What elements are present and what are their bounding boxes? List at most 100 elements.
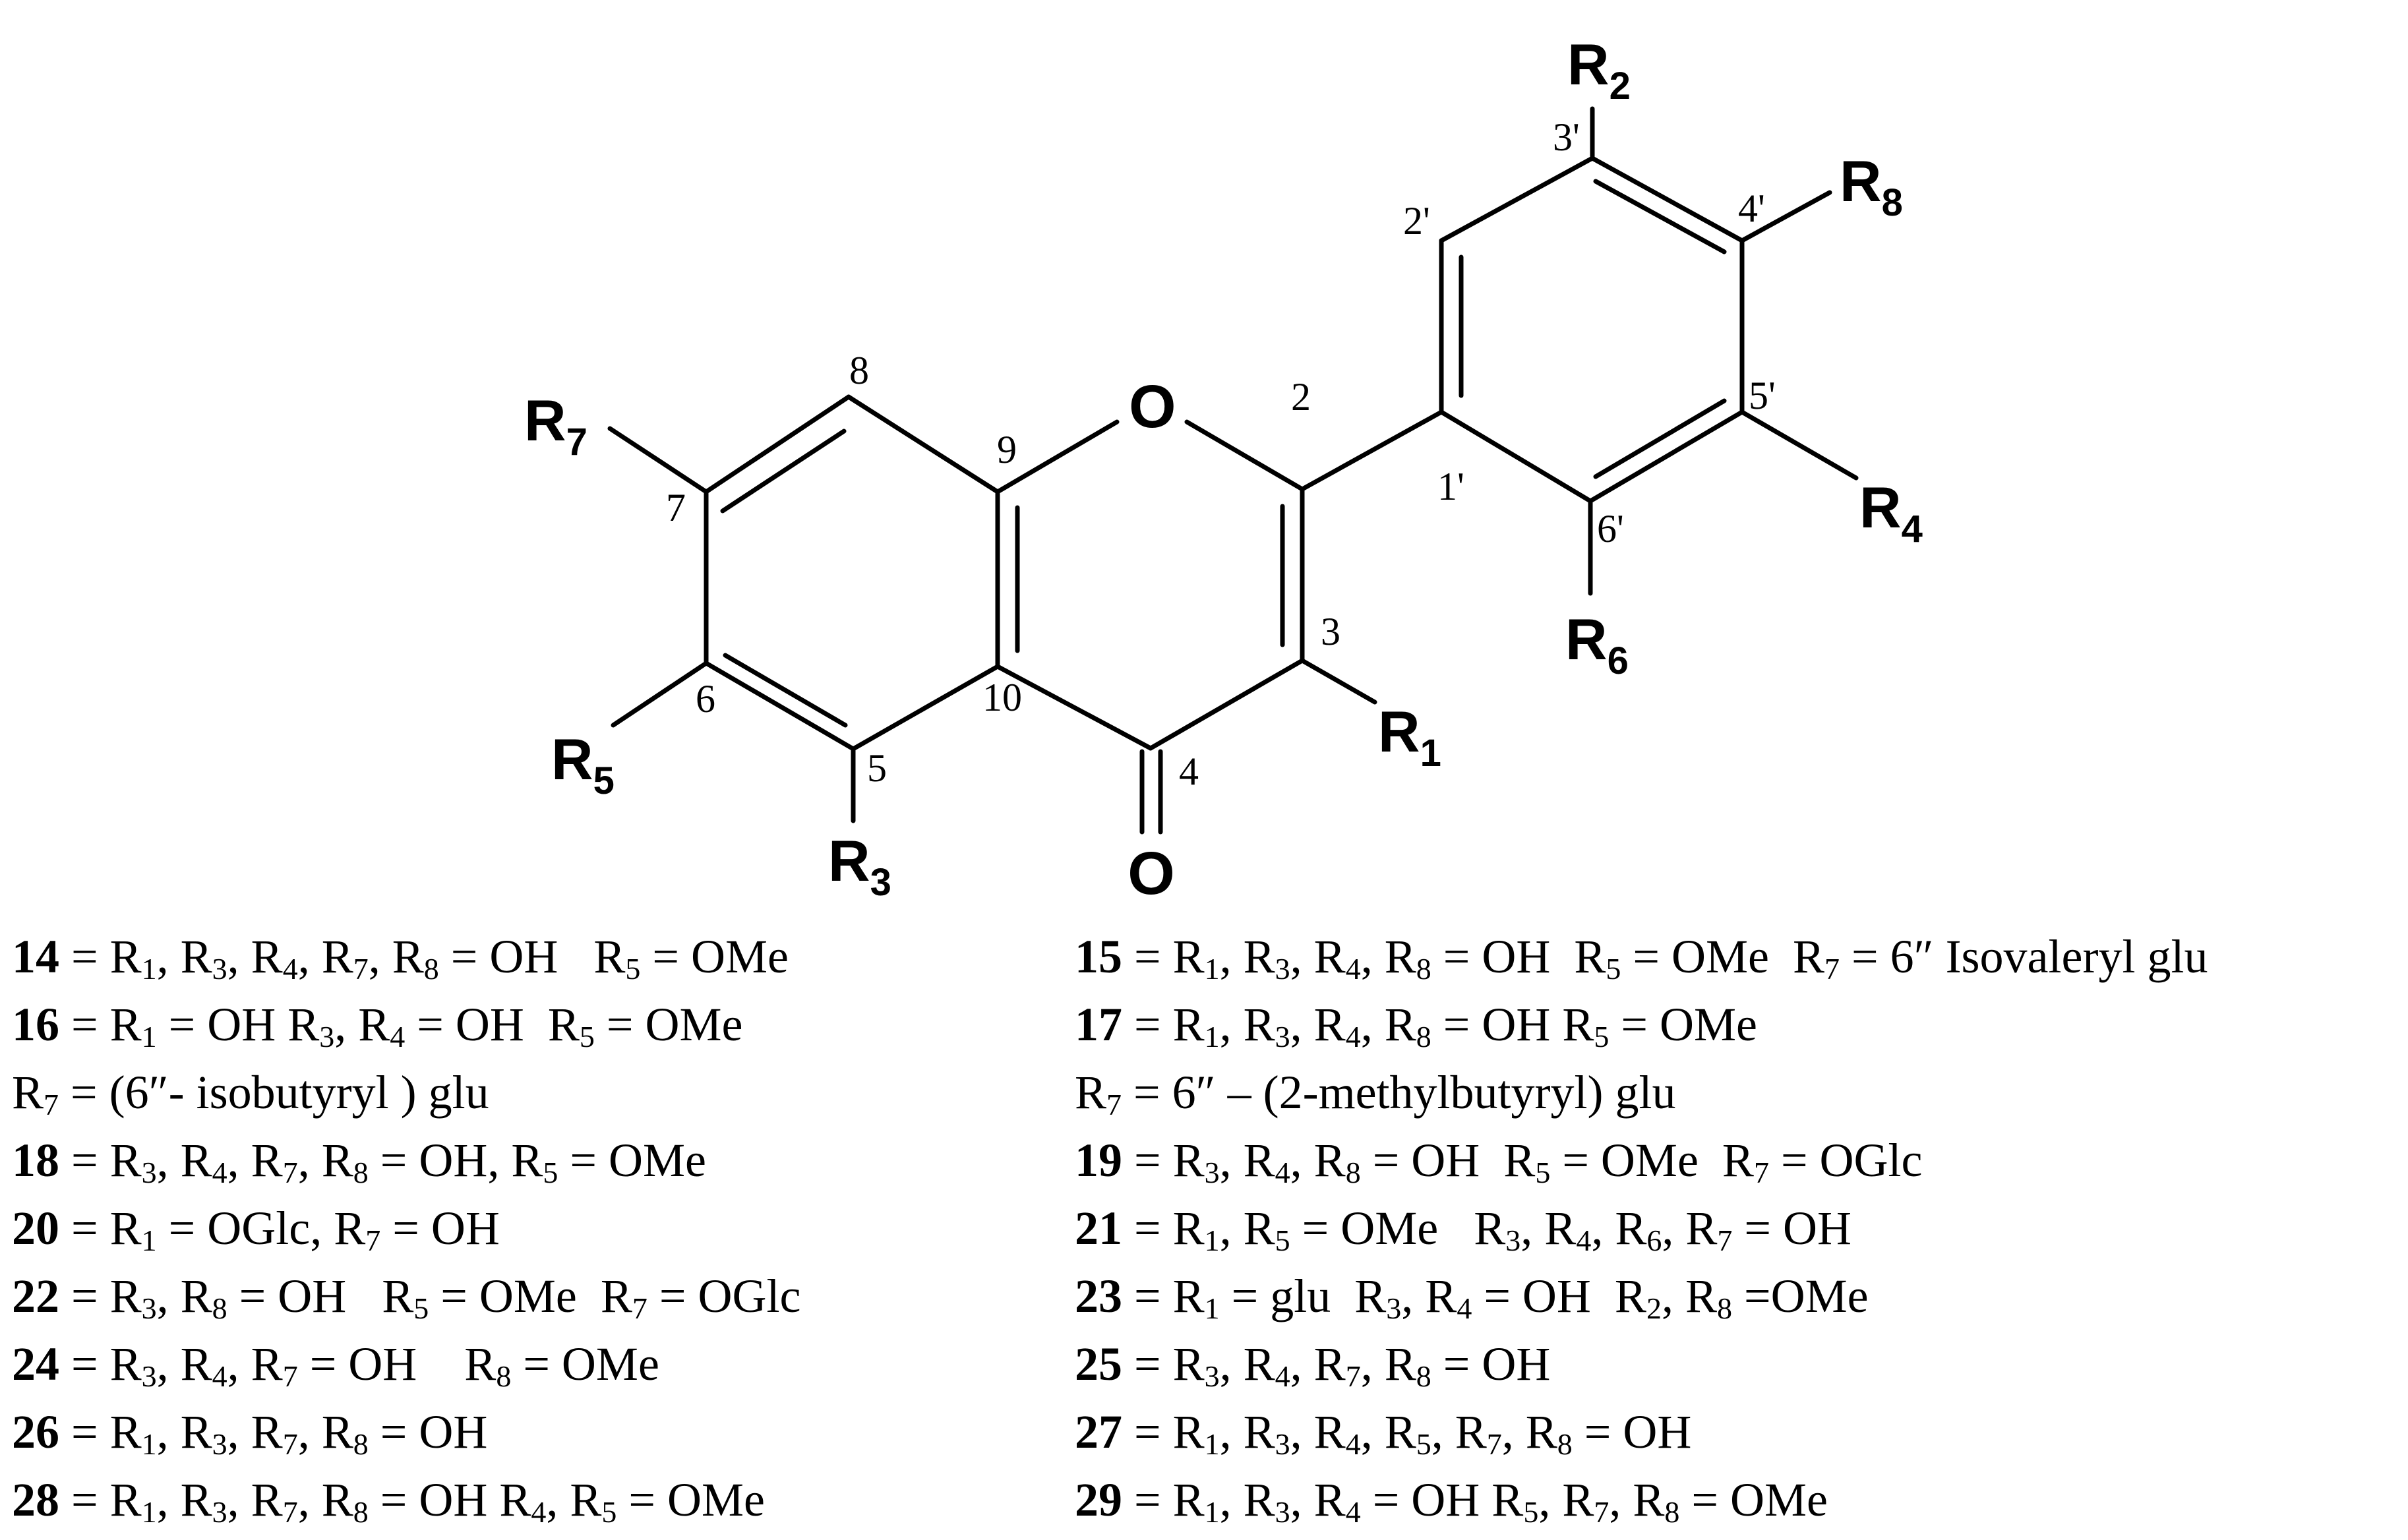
substituent-index: 4	[1345, 1495, 1361, 1529]
compound-row: 21 = R1, R5 = OMe R3, R4, R6, R7 = OH	[1075, 1195, 2208, 1262]
definition-text: = R	[59, 1270, 142, 1322]
compound-row: 25 = R3, R4, R7, R8 = OH	[1075, 1330, 2208, 1398]
definition-text: = R	[1122, 930, 1205, 983]
definition-text: , R	[1290, 930, 1346, 983]
substituent-index: 5	[1416, 1427, 1431, 1461]
substituent-index: 8	[353, 1156, 369, 1189]
definition-text: = OH R	[1431, 998, 1594, 1051]
substituent-index: 7	[1345, 1359, 1361, 1393]
definition-text: , R	[1219, 1338, 1275, 1390]
substituent-index: 7	[1106, 1088, 1122, 1121]
definition-text: = R	[1122, 1134, 1205, 1187]
bond-7-8-inner	[720, 429, 847, 514]
compound-number: 20	[12, 1202, 59, 1255]
bonds	[607, 106, 1859, 835]
definition-text: = OH R	[405, 998, 580, 1051]
substituent-index: 1	[141, 1224, 157, 1257]
compound-number: 26	[12, 1406, 59, 1458]
definition-text: = OH R	[227, 1270, 414, 1322]
definition-text: , R	[297, 930, 353, 983]
definition-text: = OH	[380, 1202, 500, 1255]
substituent-index: 8	[496, 1359, 512, 1393]
substituent-index: 7	[1824, 952, 1840, 986]
substituent-index: 5	[579, 1020, 595, 1053]
bond-O1-2	[1184, 419, 1305, 492]
substituent-labels: R1 R2 R3 R4 R5 R6 R7 R8	[524, 32, 1923, 904]
definition-text: = 6″ – (2-methylbutyryl) glu	[1122, 1066, 1676, 1119]
substituent-index: 4	[1345, 1020, 1361, 1053]
definition-text: = OH R	[1431, 930, 1606, 983]
substituent-index: 5	[625, 952, 641, 986]
substituent-index: 4	[390, 1020, 406, 1053]
compound-row: 28 = R1, R3, R7, R8 = OH R4, R5 = OMe	[12, 1466, 800, 1534]
substituent-index: 1	[1204, 1291, 1220, 1325]
substituent-index: 8	[1664, 1495, 1680, 1529]
definition-text: = OH	[1732, 1202, 1851, 1255]
compound-number: 19	[1075, 1134, 1122, 1187]
definition-text: , R	[1360, 1338, 1416, 1390]
definition-text: , R	[1219, 1134, 1275, 1187]
bond-3p-4p-inner	[1593, 179, 1727, 254]
definition-text: , R	[1520, 1202, 1577, 1255]
definition-text: , R	[1219, 1473, 1275, 1526]
substituent-index: 5	[1523, 1495, 1539, 1529]
substituent-index: 4	[1275, 1156, 1290, 1189]
definition-text: = R	[1122, 1338, 1205, 1390]
definition-text: , R	[1661, 1270, 1717, 1322]
compound-row: 22 = R3, R8 = OH R5 = OMe R7 = OGlc	[12, 1262, 800, 1330]
definition-text: = R	[1122, 998, 1205, 1051]
carbonyl-oxygen: O	[1128, 840, 1175, 907]
definition-text: = OGlc	[647, 1270, 801, 1322]
compound-row: R7 = 6″ – (2-methylbutyryl) glu	[1075, 1059, 2208, 1127]
compound-row: 15 = R1, R3, R4, R8 = OH R5 = OMe R7 = 6…	[1075, 923, 2208, 991]
ring-numbers: 2 3 4 5 6 7 8 9 10 1' 2' 3' 4' 5' 6'	[666, 115, 1776, 793]
definition-text: = OH R	[1360, 1473, 1524, 1526]
definition-text: = OGlc	[1768, 1134, 1923, 1187]
definition-text: , R	[1662, 1202, 1718, 1255]
substituent-index: 7	[353, 952, 369, 986]
substituent-index: 3	[212, 1495, 227, 1529]
definition-text: , R	[227, 930, 283, 983]
ring-oxygen: O	[1129, 373, 1176, 440]
substituent-index: 1	[141, 1427, 157, 1461]
compound-number: 15	[1075, 930, 1122, 983]
compound-row: 20 = R1 = OGlc, R7 = OH	[12, 1195, 800, 1262]
definition-text: = R	[59, 1473, 142, 1526]
flavone-structure: O O 2 3 4 5 6 7 8 9 10 1' 2' 3' 4' 5' 6'…	[524, 32, 1923, 907]
substituent-index: 1	[1204, 1495, 1220, 1529]
atom-number-4: 4	[1179, 750, 1199, 793]
compound-number: 21	[1075, 1202, 1122, 1255]
substituent-index: 3	[1505, 1224, 1521, 1257]
definition-text: , R	[156, 930, 212, 983]
definition-text: = R	[59, 1202, 142, 1255]
atom-number-10: 10	[982, 676, 1022, 719]
compound-row: 24 = R3, R4, R7 = OH R8 = OMe	[12, 1330, 800, 1398]
substituent-index: 6	[1646, 1224, 1662, 1257]
definition-text: = OMe R	[1621, 930, 1824, 983]
bond-4p-R8	[1739, 190, 1832, 243]
compound-row: 18 = R3, R4, R7, R8 = OH, R5 = OMe	[12, 1127, 800, 1195]
definition-text: , R	[1360, 930, 1416, 983]
definition-text: , R	[1219, 998, 1275, 1051]
substituent-index: 1	[141, 952, 157, 986]
substituent-index: 3	[1275, 1020, 1290, 1053]
atom-number-4p: 4'	[1738, 187, 1765, 230]
label-R8: R8	[1840, 148, 1903, 224]
compound-number: 25	[1075, 1338, 1122, 1390]
substituent-index: 8	[423, 952, 439, 986]
substituent-index: 7	[632, 1291, 647, 1325]
definition-text: = OMe R	[1550, 1134, 1754, 1187]
definition-text: = OMe	[511, 1338, 659, 1390]
compound-number: 22	[12, 1270, 59, 1322]
bond-3-4	[1148, 658, 1305, 751]
definition-text: = R	[1122, 1473, 1205, 1526]
substituent-index: 8	[353, 1495, 369, 1529]
substituent-index: 3	[141, 1156, 157, 1189]
definition-text: , R	[297, 1134, 353, 1187]
definition-text: = glu R	[1219, 1270, 1387, 1322]
definition-text: , R	[1290, 1473, 1346, 1526]
compound-number: 14	[12, 930, 59, 983]
definition-text: , R	[1290, 1338, 1346, 1390]
substituent-index: 5	[1594, 1020, 1610, 1053]
definition-text: , R	[1360, 998, 1416, 1051]
